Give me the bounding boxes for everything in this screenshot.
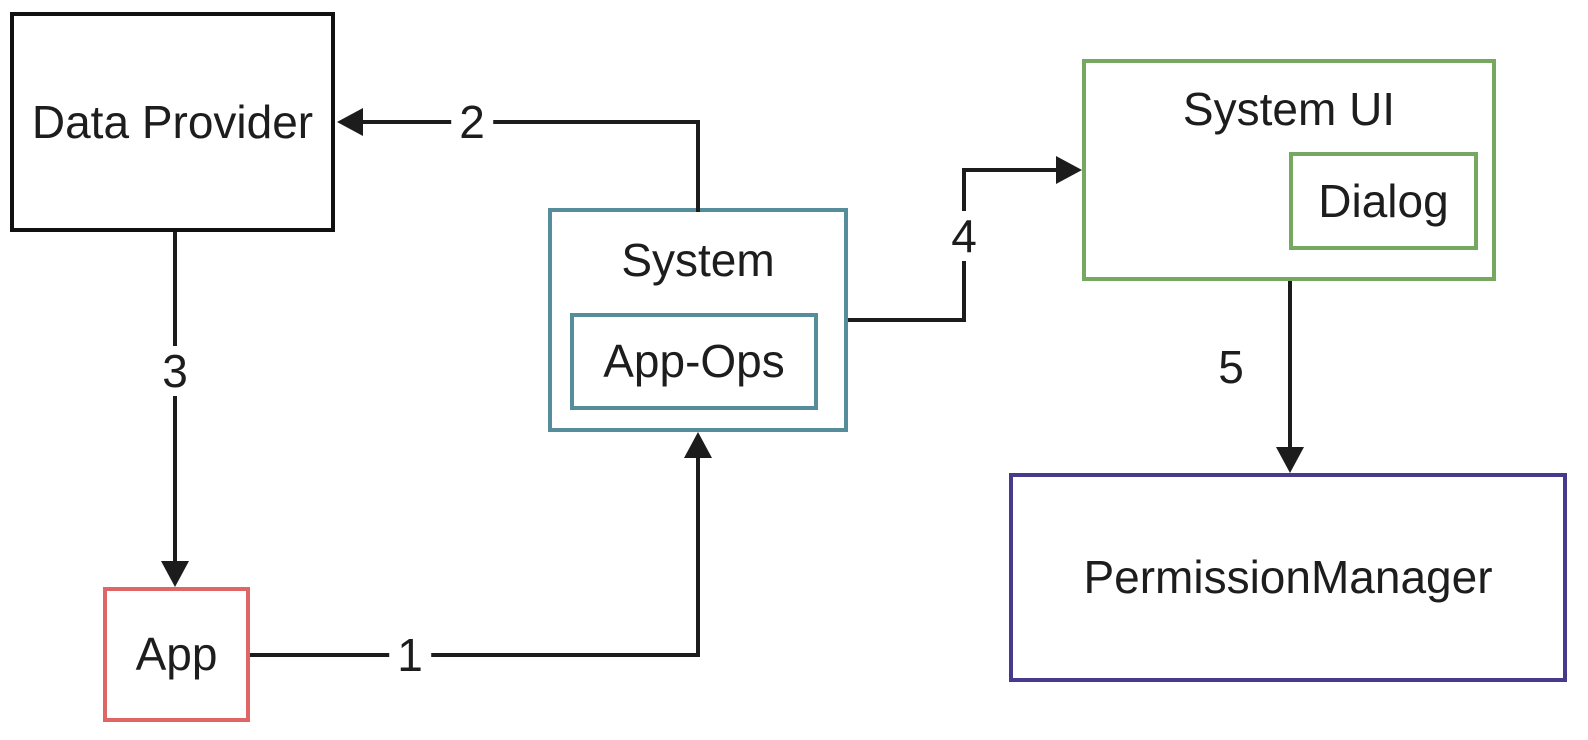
edge5-label: 5: [1210, 342, 1252, 392]
node-data-provider-label: Data Provider: [31, 95, 314, 148]
edge1-arrowhead-up-icon: [684, 432, 712, 458]
edge4-arrowhead-right-icon: [1056, 156, 1082, 184]
edge2-arrowhead-left-icon: [337, 108, 363, 136]
node-dialog: Dialog: [1289, 152, 1478, 250]
edge4-upper-horizontal-line: [962, 168, 1058, 172]
edge5-arrowhead-down-icon: [1276, 447, 1304, 473]
node-system-label: System: [621, 234, 775, 286]
node-data-provider: Data Provider: [10, 12, 335, 232]
edge3-arrowhead-down-icon: [161, 561, 189, 587]
node-system-ui-label: System UI: [1182, 83, 1396, 135]
edge1-horizontal-line: [250, 653, 700, 657]
edge2-vertical-line: [696, 120, 700, 212]
edge2-horizontal-line: [358, 120, 700, 124]
node-app-ops-label: App-Ops: [603, 335, 785, 388]
node-system: System App-Ops: [548, 208, 848, 432]
edge5-vertical-line: [1288, 281, 1292, 449]
node-permission-manager-label: PermissionManager: [1083, 551, 1493, 604]
edge4-label: 4: [943, 211, 985, 261]
node-app: App: [103, 587, 250, 722]
edge1-vertical-line: [696, 457, 700, 657]
edge4-lower-horizontal-line: [848, 318, 966, 322]
node-system-ui: System UI Dialog: [1082, 59, 1496, 281]
edge1-label: 1: [389, 630, 431, 680]
edge2-label: 2: [451, 97, 493, 147]
edge3-vertical-line: [173, 232, 177, 564]
node-dialog-label: Dialog: [1318, 174, 1449, 227]
node-app-ops: App-Ops: [570, 313, 818, 410]
node-permission-manager: PermissionManager: [1009, 473, 1567, 682]
edge3-label: 3: [154, 346, 196, 396]
node-app-label: App: [135, 628, 218, 681]
